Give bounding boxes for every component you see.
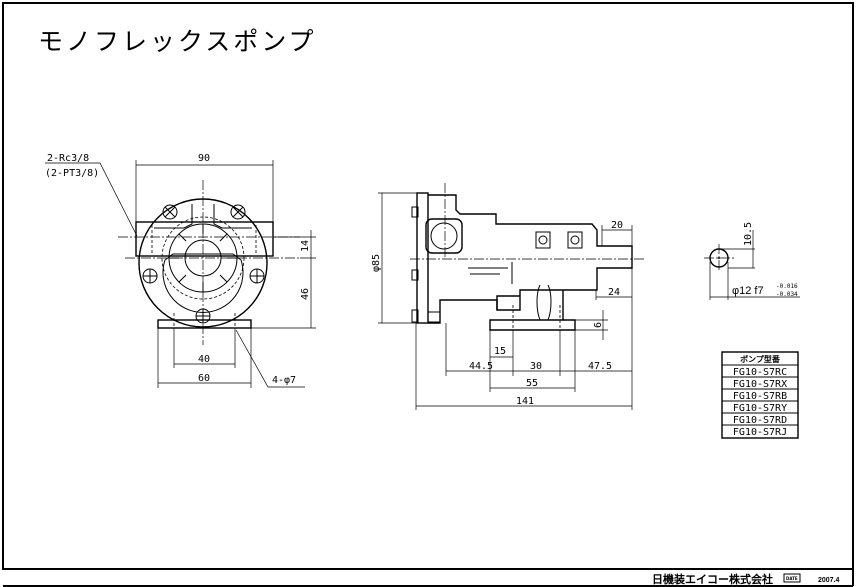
hole-label: 4-φ7: [272, 375, 296, 386]
table-row: FG10-S7RX: [733, 379, 787, 390]
table-row: FG10-S7RJ: [733, 427, 787, 438]
table-row: FG10-S7RD: [733, 415, 787, 426]
dimension-47-5: 47.5: [588, 361, 612, 372]
dimension-30: 30: [530, 361, 542, 372]
model-table: ポンプ型番 FG10-S7RC FG10-S7RX FG10-S7RB FG10…: [721, 351, 799, 439]
shaft-end-view: 10.5 φ12 f7 -0.016 -0.034: [704, 222, 800, 300]
table-row: FG10-S7RC: [733, 367, 787, 378]
base-thickness-dimension: 6: [593, 322, 604, 328]
shaft-end-dimension: 24: [608, 287, 620, 298]
table-header: ポンプ型番: [740, 354, 781, 364]
dimension-15: 15: [494, 346, 506, 357]
shaft-length-dimension: 20: [611, 220, 623, 231]
date-value: 2007.4: [818, 577, 840, 584]
front-view: 90 14 46 40 60 4-φ7 2-Rc3/8 (2-PT3/8): [45, 153, 316, 388]
key-dimension: 10.5: [743, 222, 754, 246]
table-row: FG10-S7RY: [733, 403, 787, 414]
side-view: φ85 20 24 6 15 44.5 30 47.5 55 141: [371, 183, 645, 410]
tolerance-upper: -0.016: [776, 283, 798, 290]
dimension-44-5: 44.5: [469, 361, 493, 372]
dimension-55: 55: [526, 378, 538, 389]
title-block: 日機装エイコー株式会社 DATE 2007.4: [652, 572, 840, 586]
port-thread-label: 2-Rc3/8: [47, 153, 89, 164]
height-dimension: 46: [300, 288, 311, 300]
bolt-holes: [142, 204, 265, 324]
drawing-frame: [2, 2, 854, 570]
hole-pitch-dimension: 40: [198, 354, 210, 365]
drawing-title: モノフレックスポンプ: [38, 27, 317, 56]
overall-length-dimension: 141: [516, 396, 534, 407]
company-name: 日機装エイコー株式会社: [652, 572, 773, 586]
base-width-dimension: 60: [198, 373, 210, 384]
offset-dimension: 14: [300, 240, 311, 252]
flange-diameter-dimension: φ85: [371, 254, 382, 272]
shaft-diameter-label: φ12 f7: [732, 285, 764, 297]
port-thread-label-alt: (2-PT3/8): [45, 168, 99, 179]
tolerance-lower: -0.034: [776, 291, 798, 298]
width-dimension: 90: [198, 153, 210, 164]
date-label: DATE: [786, 576, 798, 581]
table-row: FG10-S7RB: [733, 391, 787, 402]
